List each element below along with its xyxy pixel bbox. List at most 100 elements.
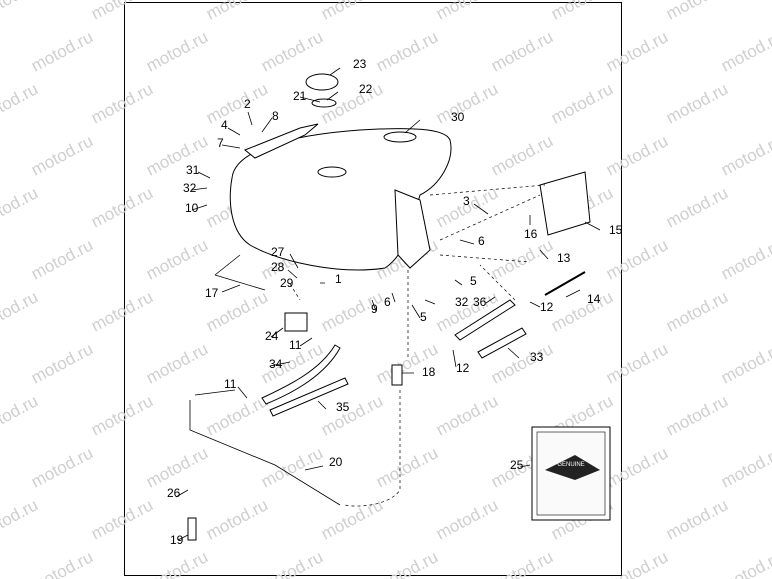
watermark: motod.ru <box>488 131 556 179</box>
fuel-cap <box>305 73 339 91</box>
tank-opening <box>317 166 347 178</box>
watermark: motod.ru <box>88 79 156 127</box>
fuel-line <box>454 299 516 341</box>
mounting-plate <box>244 123 319 159</box>
callout-7: 7 <box>217 136 224 150</box>
fitting <box>187 517 197 541</box>
watermark: motod.ru <box>258 547 326 579</box>
callout-2: 2 <box>244 97 251 111</box>
watermark: motod.ru <box>718 235 772 283</box>
watermark: motod.ru <box>603 339 671 387</box>
callout-32: 32 <box>183 181 197 195</box>
watermark: motod.ru <box>28 27 96 75</box>
callout-5: 5 <box>420 310 427 324</box>
kit-label: GENUINE <box>557 462 584 468</box>
callout-31: 31 <box>186 163 200 177</box>
callout-33: 33 <box>530 350 544 364</box>
callout-6: 6 <box>384 295 391 309</box>
callout-30: 30 <box>451 110 465 124</box>
watermark: motod.ru <box>203 0 271 24</box>
watermark: motod.ru <box>258 27 326 75</box>
callout-12: 12 <box>540 300 554 314</box>
callout-23: 23 <box>353 57 367 71</box>
watermark: motod.ru <box>433 0 501 24</box>
callout-36: 36 <box>473 295 487 309</box>
callout-5: 5 <box>470 274 477 288</box>
watermark: motod.ru <box>373 27 441 75</box>
callout-28: 28 <box>271 260 285 274</box>
callout-1: 1 <box>335 272 342 286</box>
watermark: motod.ru <box>663 183 731 231</box>
watermark: motod.ru <box>0 0 41 24</box>
callout-16: 16 <box>524 227 538 241</box>
tank-bracket <box>394 189 431 269</box>
watermark: motod.ru <box>603 131 671 179</box>
watermark: motod.ru <box>203 79 271 127</box>
watermark: motod.ru <box>143 547 211 579</box>
watermark: motod.ru <box>548 79 616 127</box>
callout-12: 12 <box>456 361 470 375</box>
watermark: motod.ru <box>718 443 772 491</box>
watermark: motod.ru <box>28 339 96 387</box>
callout-20: 20 <box>329 455 343 469</box>
callout-17: 17 <box>205 286 219 300</box>
callout-19: 19 <box>170 533 184 547</box>
side-cover <box>539 171 591 236</box>
watermark: motod.ru <box>28 131 96 179</box>
cap-gasket <box>311 98 337 108</box>
fuel-line-long <box>189 389 341 506</box>
watermark: motod.ru <box>0 287 41 335</box>
watermark: motod.ru <box>433 391 501 439</box>
watermark: motod.ru <box>433 495 501 543</box>
rod <box>544 271 586 296</box>
fuel-tank <box>229 128 452 271</box>
watermark: motod.ru <box>318 495 386 543</box>
watermark: motod.ru <box>28 235 96 283</box>
watermark: motod.ru <box>548 287 616 335</box>
watermark: motod.ru <box>603 443 671 491</box>
callout-27: 27 <box>271 245 285 259</box>
watermark: motod.ru <box>373 547 441 579</box>
watermark: motod.ru <box>603 547 671 579</box>
callout-32: 32 <box>455 295 469 309</box>
watermark: motod.ru <box>663 287 731 335</box>
diagram-frame <box>124 2 622 576</box>
callout-34: 34 <box>269 357 283 371</box>
watermark: motod.ru <box>488 547 556 579</box>
callout-26: 26 <box>167 486 181 500</box>
watermark: motod.ru <box>548 0 616 24</box>
callout-14: 14 <box>587 292 601 306</box>
watermark: motod.ru <box>373 339 441 387</box>
watermark: motod.ru <box>488 27 556 75</box>
watermark: motod.ru <box>203 495 271 543</box>
callout-3: 3 <box>463 194 470 208</box>
shift-lever <box>214 254 266 291</box>
watermark: motod.ru <box>143 27 211 75</box>
callout-29: 29 <box>280 276 294 290</box>
watermark: motod.ru <box>603 235 671 283</box>
callout-35: 35 <box>336 400 350 414</box>
watermark: motod.ru <box>718 27 772 75</box>
watermark: motod.ru <box>663 79 731 127</box>
watermark: motod.ru <box>143 131 211 179</box>
watermark: motod.ru <box>28 547 96 579</box>
callout-10: 10 <box>185 201 199 215</box>
watermark: motod.ru <box>718 131 772 179</box>
watermark: motod.ru <box>143 235 211 283</box>
watermark: motod.ru <box>718 339 772 387</box>
watermark: motod.ru <box>603 27 671 75</box>
callout-18: 18 <box>422 365 436 379</box>
braided-hose-2 <box>269 377 349 417</box>
watermark: motod.ru <box>663 495 731 543</box>
watermark: motod.ru <box>663 0 731 24</box>
callout-13: 13 <box>557 251 571 265</box>
watermark: motod.ru <box>718 547 772 579</box>
watermark: motod.ru <box>143 339 211 387</box>
watermark: motod.ru <box>88 183 156 231</box>
watermark: motod.ru <box>88 391 156 439</box>
watermark: motod.ru <box>0 183 41 231</box>
callout-24: 24 <box>265 329 279 343</box>
petcock <box>284 312 308 332</box>
callout-21: 21 <box>293 89 307 103</box>
